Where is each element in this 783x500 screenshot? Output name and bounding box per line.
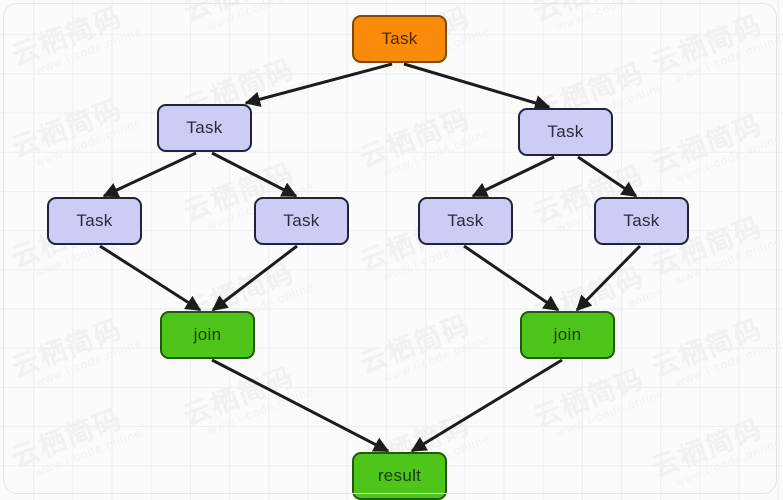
node-label: Task [186,118,223,137]
node-result[interactable]: result [352,452,447,500]
watermark-text-cn: 云栖简码 [529,363,649,434]
watermark-text-url: www.i-code.online [33,115,145,170]
watermark-text-cn: 云栖简码 [355,309,475,380]
watermark-text-cn: 云栖简码 [355,103,475,174]
watermark-text-cn: 云栖简码 [530,0,661,27]
edge-root-to-l1 [244,62,393,107]
node-label: join [193,325,222,344]
node-r1[interactable]: Task [518,108,613,156]
node-root[interactable]: Task [352,15,447,63]
watermark-text-url: www.i-code.online [33,425,145,480]
watermark-text-cn: 云栖简码 [179,361,299,432]
node-label: join [553,325,582,344]
edge-l2a-to-join_left [99,244,202,312]
node-label: Task [76,211,113,230]
watermark-text-cn: 云栖简码 [647,109,767,180]
edge-join_right-to-result [410,358,563,453]
watermark-text-url: www.i-code.online [205,0,317,34]
watermark-text-url: www.i-code.online [555,0,667,34]
node-l2b[interactable]: Task [254,197,349,245]
watermark-text-cn: 云栖简码 [7,93,127,164]
watermark-text-cn: 云栖简码 [647,413,767,484]
node-label: Task [623,211,660,230]
edge-l1-to-l2b [211,151,298,198]
node-l2a[interactable]: Task [47,197,142,245]
edge-r1-to-r2b [577,155,638,198]
watermark-text-cn: 云栖简码 [647,313,767,384]
watermark-text-url: www.i-code.online [555,385,667,440]
node-label: result [377,466,422,485]
watermark-text-url: www.i-code.online [673,435,783,490]
watermark-text-url: www.i-code.online [673,31,783,86]
watermark-text-cn: 云栖简码 [647,9,767,80]
watermark-text-url: www.i-code.online [673,335,783,390]
watermark-text-url: www.i-code.online [205,383,317,438]
watermark-text-url: www.i-code.online [381,331,493,386]
node-label: Task [547,122,584,141]
watermark-text-cn: 云栖简码 [7,313,127,384]
edge-r2b-to-join_right [575,244,642,312]
watermark-text-url: www.i-code.online [673,233,783,288]
node-join_left[interactable]: join [160,311,255,359]
node-r2a[interactable]: Task [418,197,513,245]
edge-r2a-to-join_right [463,244,560,312]
edge-join_left-to-result [211,358,390,453]
node-join_right[interactable]: join [520,311,615,359]
edge-root-to-r1 [403,62,551,111]
watermark-text-url: www.i-code.online [673,131,783,186]
node-r2b[interactable]: Task [594,197,689,245]
edge-r1-to-r2a [471,155,555,198]
watermark-text-url: www.i-code.online [33,335,145,390]
edge-l1-to-l2a [102,151,197,198]
watermark-text-cn: 云栖简码 [180,0,311,27]
node-label: Task [381,29,418,48]
watermark-text-url: www.i-code.online [33,23,145,78]
watermark-text-cn: 云栖简码 [7,1,127,72]
watermark-text-cn: 云栖简码 [7,403,127,474]
node-l1[interactable]: Task [157,104,252,152]
watermark-text-url: www.i-code.online [381,125,493,180]
node-label: Task [283,211,320,230]
edge-l2b-to-join_left [211,244,298,312]
canvas-frame [3,3,777,494]
node-label: Task [447,211,484,230]
